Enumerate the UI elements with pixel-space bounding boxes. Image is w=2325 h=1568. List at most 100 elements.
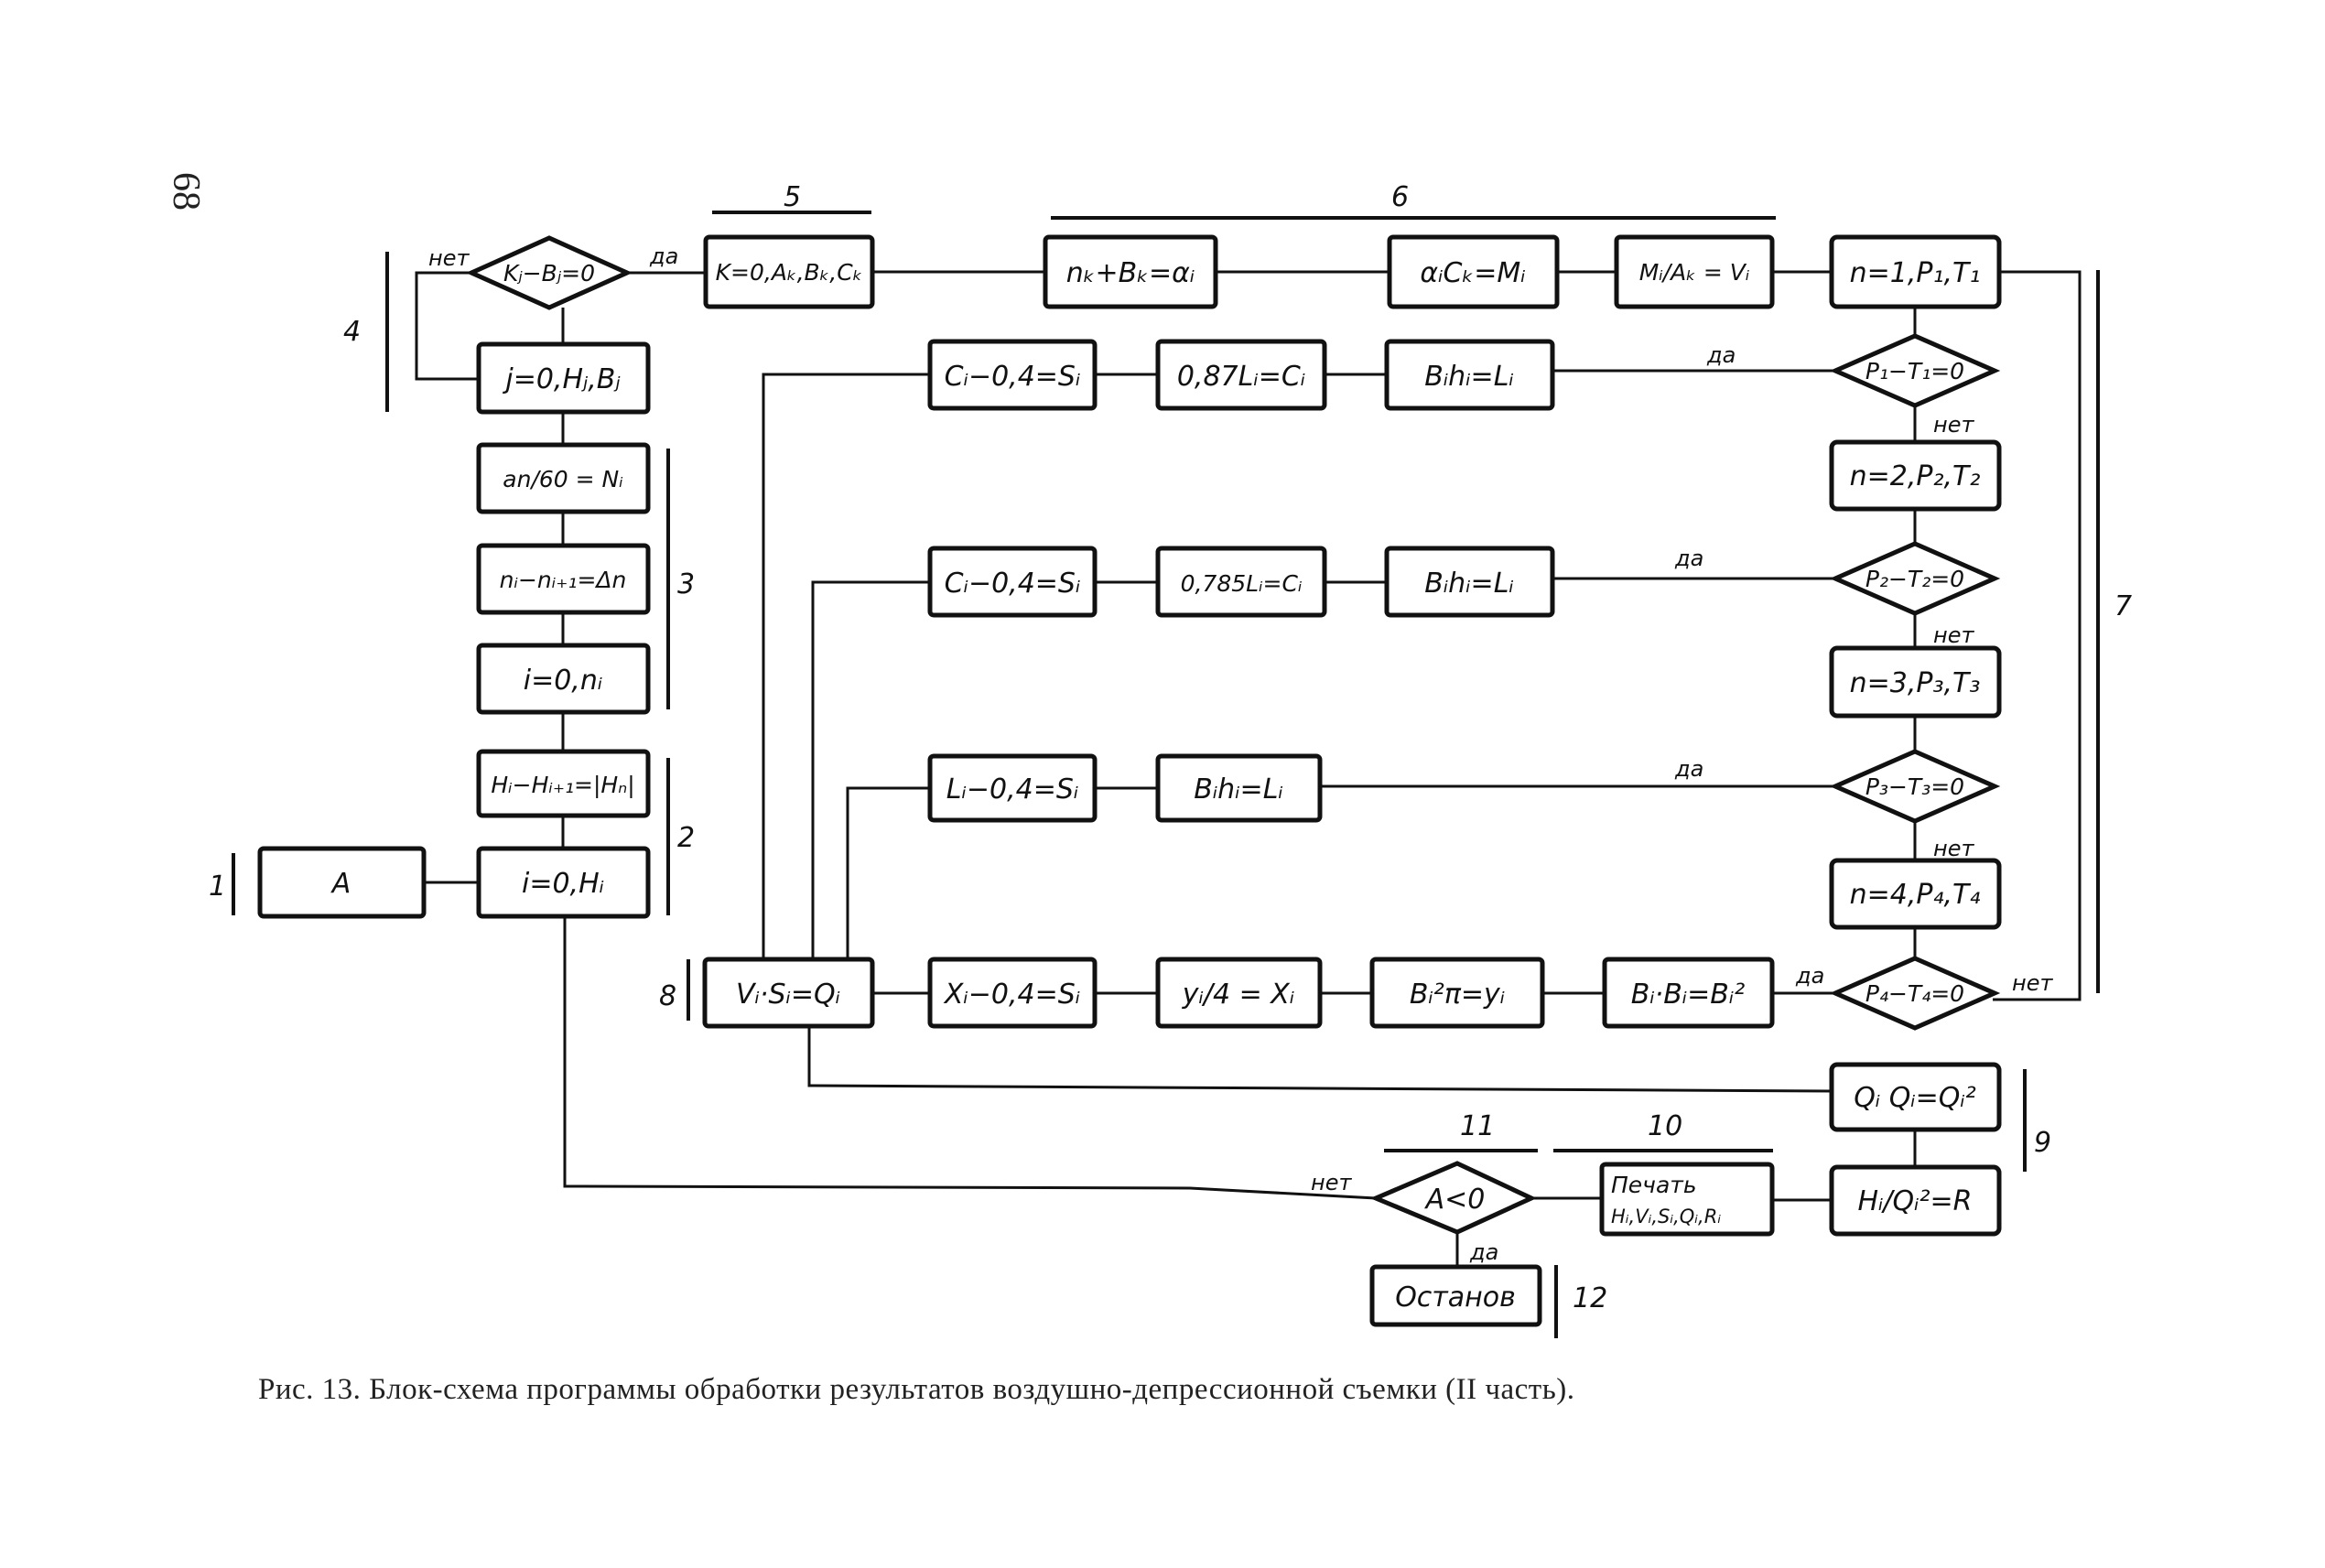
decision-cond1: P₁−T₁=0 bbox=[1829, 333, 2001, 408]
block-i0h-text: i=0,Hᵢ bbox=[522, 868, 604, 900]
label-yes: да bbox=[1674, 546, 1703, 571]
label-no: нет bbox=[428, 245, 470, 271]
label-no: нет bbox=[1311, 1170, 1352, 1195]
block-r4-s-text: Lᵢ−0,4=Sᵢ bbox=[946, 773, 1078, 806]
block-b-b: Bᵢ·Bᵢ=Bᵢ² bbox=[1602, 957, 1775, 1029]
block-y-x: yᵢ/4 = Xᵢ bbox=[1155, 957, 1323, 1029]
block-a-c: αᵢCₖ=Mᵢ bbox=[1387, 234, 1560, 309]
block-r3-s: Cᵢ−0,4=Sᵢ bbox=[927, 546, 1098, 618]
block-k0-text: K=0,Aₖ,Bₖ,Cₖ bbox=[716, 259, 863, 286]
block-a-c-text: αᵢCₖ=Mᵢ bbox=[1420, 257, 1525, 289]
decision-a: A<0 bbox=[1369, 1161, 1537, 1235]
decision-a-text: A<0 bbox=[1424, 1184, 1486, 1216]
group-number-7: 7 bbox=[2114, 590, 2132, 622]
group-number-1: 1 bbox=[209, 871, 226, 903]
block-vsq: Vᵢ·Sᵢ=Qᵢ bbox=[702, 957, 875, 1029]
connector bbox=[762, 373, 930, 959]
block-n-diff-text: nᵢ−nᵢ₊₁=Δn bbox=[500, 567, 627, 593]
label-yes: да bbox=[1469, 1239, 1498, 1265]
group-number-4: 4 bbox=[343, 316, 361, 348]
label-no: нет bbox=[2012, 970, 2053, 996]
decision-cond4-text: P₄−T₄=0 bbox=[1865, 980, 1964, 1007]
connector bbox=[811, 580, 930, 959]
block-a: A bbox=[257, 846, 427, 919]
block-a-text: A bbox=[330, 868, 351, 900]
block-nx-bx-text: nₖ+Bₖ=αᵢ bbox=[1066, 257, 1195, 289]
block-r4-l: Bᵢhᵢ=Lᵢ bbox=[1155, 753, 1323, 823]
connector bbox=[846, 786, 930, 959]
block-nx-bx: nₖ+Bₖ=αᵢ bbox=[1043, 234, 1218, 309]
connector-outer-loop bbox=[1993, 270, 2082, 1001]
group-numbers: 4 3 2 1 5 6 7 8 9 10 11 12 bbox=[209, 181, 2132, 1314]
decision-cond4: P₄−T₄=0 bbox=[1829, 956, 2001, 1031]
group-number-8: 8 bbox=[659, 980, 676, 1012]
block-r2-l-text: Bᵢhᵢ=Lᵢ bbox=[1424, 361, 1514, 393]
connector-no-loop bbox=[415, 271, 479, 381]
block-k0: K=0,Aₖ,Bₖ,Cₖ bbox=[703, 234, 875, 309]
block-n1-text: n=1,P₁,T₁ bbox=[1850, 257, 1981, 289]
block-print: Печать Hᵢ,Vᵢ,Sᵢ,Qᵢ,Rᵢ bbox=[1599, 1162, 1775, 1237]
block-qq-text: Qᵢ Qᵢ=Qᵢ² bbox=[1854, 1082, 1976, 1114]
label-yes: да bbox=[1795, 963, 1824, 989]
block-hq-text: Hᵢ/Qᵢ²=R bbox=[1857, 1185, 1972, 1217]
group-number-5: 5 bbox=[784, 181, 801, 213]
block-r2-c: 0,87Lᵢ=Cᵢ bbox=[1155, 339, 1327, 411]
connector bbox=[807, 1026, 1833, 1093]
block-r3-l-text: Bᵢhᵢ=Lᵢ bbox=[1424, 568, 1514, 600]
group-number-12: 12 bbox=[1573, 1282, 1607, 1314]
block-stop-text: Останов bbox=[1395, 1281, 1516, 1314]
group-number-11: 11 bbox=[1460, 1110, 1495, 1142]
connector-no-return bbox=[563, 916, 1377, 1200]
block-vsq-text: Vᵢ·Sᵢ=Qᵢ bbox=[736, 979, 840, 1011]
block-n2-text: n=2,P₂,T₂ bbox=[1850, 460, 1981, 492]
block-n4: n=4,P₄,T₄ bbox=[1829, 858, 2002, 930]
group-number-3: 3 bbox=[677, 568, 695, 600]
block-r2-c-text: 0,87Lᵢ=Cᵢ bbox=[1177, 361, 1305, 393]
decision-cond2: P₂−T₂=0 bbox=[1829, 541, 2001, 616]
block-h-diff: Hᵢ−Hᵢ₊₁=|Hₙ| bbox=[476, 749, 651, 818]
block-x-s-text: Xᵢ−0,4=Sᵢ bbox=[943, 979, 1080, 1011]
block-qq: Qᵢ Qᵢ=Qᵢ² bbox=[1829, 1062, 2002, 1132]
group-number-6: 6 bbox=[1391, 181, 1409, 213]
block-b-pi: Bᵢ²π=yᵢ bbox=[1369, 957, 1545, 1029]
decision-kb-text: Kⱼ−Bⱼ=0 bbox=[503, 260, 595, 287]
block-r3-c: 0,785Lᵢ=Cᵢ bbox=[1155, 546, 1327, 618]
label-yes: да bbox=[1706, 342, 1736, 368]
group-brackets bbox=[232, 211, 2100, 1338]
block-hq: Hᵢ/Qᵢ²=R bbox=[1829, 1164, 2002, 1237]
block-i0n-text: i=0,nᵢ bbox=[524, 665, 602, 697]
block-x-s: Xᵢ−0,4=Sᵢ bbox=[927, 957, 1098, 1029]
block-r3-c-text: 0,785Lᵢ=Cᵢ bbox=[1181, 570, 1303, 597]
block-n2: n=2,P₂,T₂ bbox=[1829, 439, 2002, 512]
connectors bbox=[415, 270, 2082, 1267]
decision-cond2-text: P₂−T₂=0 bbox=[1865, 566, 1964, 592]
block-n1: n=1,P₁,T₁ bbox=[1829, 234, 2002, 309]
block-r3-l: Bᵢhᵢ=Lᵢ bbox=[1384, 546, 1555, 618]
group-number-2: 2 bbox=[677, 822, 695, 854]
label-yes: да bbox=[1674, 756, 1703, 782]
decision-cond3: P₃−T₃=0 bbox=[1829, 749, 2001, 824]
label-no: нет bbox=[1933, 836, 1974, 861]
block-j0-text: j=0,Hⱼ,Bⱼ bbox=[502, 363, 621, 395]
figure-caption: Рис. 13. Блок-схема программы обработки … bbox=[258, 1373, 1575, 1406]
block-i0n: i=0,nᵢ bbox=[476, 643, 651, 715]
branch-labels: нет да да нет да нет да нет да нет нет д… bbox=[428, 243, 2053, 1265]
block-r2-l: Bᵢhᵢ=Lᵢ bbox=[1384, 339, 1555, 411]
decision-kb: Kⱼ−Bⱼ=0 bbox=[465, 235, 633, 310]
block-b-pi-text: Bᵢ²π=yᵢ bbox=[1410, 979, 1505, 1011]
label-yes: да bbox=[649, 243, 678, 269]
block-r4-s: Lᵢ−0,4=Sᵢ bbox=[927, 753, 1098, 823]
block-n-diff: nᵢ−nᵢ₊₁=Δn bbox=[476, 543, 651, 615]
block-r3-s-text: Cᵢ−0,4=Sᵢ bbox=[945, 568, 1081, 600]
group-number-9: 9 bbox=[2034, 1127, 2051, 1159]
block-an60-text: an/60 = Nᵢ bbox=[503, 466, 622, 492]
block-an60: an/60 = Nᵢ bbox=[476, 442, 651, 514]
block-n3: n=3,P₃,T₃ bbox=[1829, 645, 2002, 719]
block-r2-s: Cᵢ−0,4=Sᵢ bbox=[927, 339, 1098, 411]
block-print-title: Печать bbox=[1611, 1172, 1697, 1198]
block-r4-l-text: Bᵢhᵢ=Lᵢ bbox=[1194, 773, 1283, 806]
block-m-a: Mᵢ/Aₖ = Vᵢ bbox=[1614, 234, 1775, 309]
block-n3-text: n=3,P₃,T₃ bbox=[1850, 667, 1981, 699]
page-number: 68 bbox=[165, 172, 207, 211]
